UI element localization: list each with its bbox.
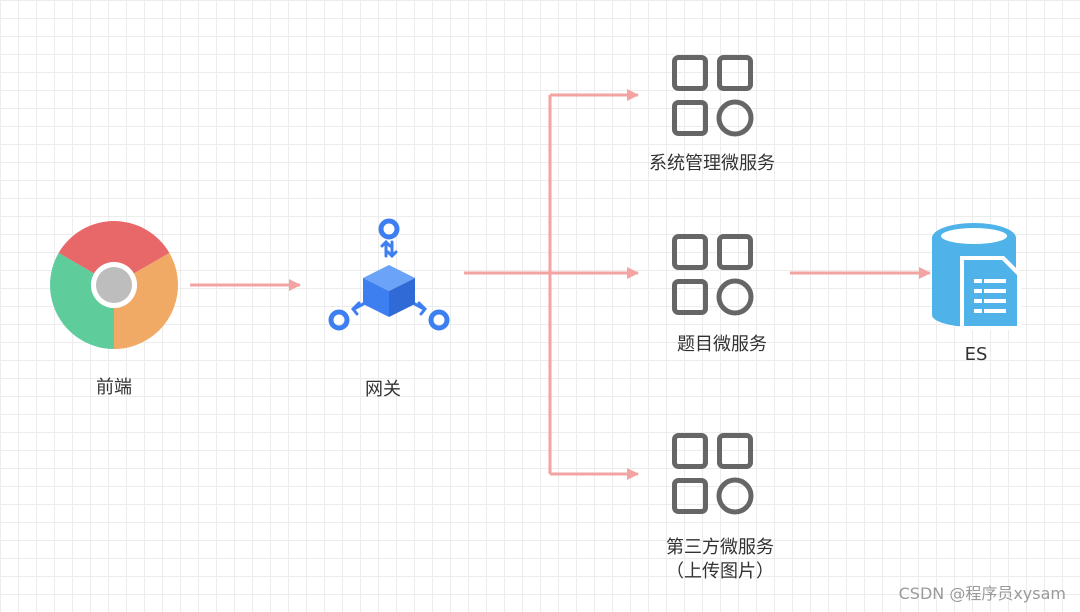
gateway-icon	[328, 218, 450, 331]
connectors	[190, 89, 931, 480]
es-label: ES	[964, 344, 988, 365]
gateway-label: 网关	[365, 379, 401, 400]
system-service-icon	[672, 55, 754, 137]
thirdparty-service-icon	[672, 433, 754, 515]
question-service-label: 题目微服务	[677, 334, 767, 355]
thirdparty-service-label: 第三方微服务 （上传图片）	[620, 536, 820, 584]
browser-icon-red-segment	[58, 221, 170, 274]
question-service-icon	[672, 234, 754, 316]
database-icon	[932, 223, 1021, 330]
thirdparty-service-label-line2: （上传图片）	[666, 561, 774, 582]
browser-icon-green-segment	[50, 253, 114, 349]
browser-icon	[50, 221, 178, 349]
system-service-label: 系统管理微服务	[649, 153, 775, 174]
browser-icon-center	[96, 267, 132, 303]
watermark: CSDN @程序员xysam	[898, 584, 1066, 603]
frontend-label: 前端	[96, 377, 132, 398]
browser-icon-orange-segment	[114, 253, 178, 349]
thirdparty-service-label-line1: 第三方微服务	[666, 537, 774, 558]
